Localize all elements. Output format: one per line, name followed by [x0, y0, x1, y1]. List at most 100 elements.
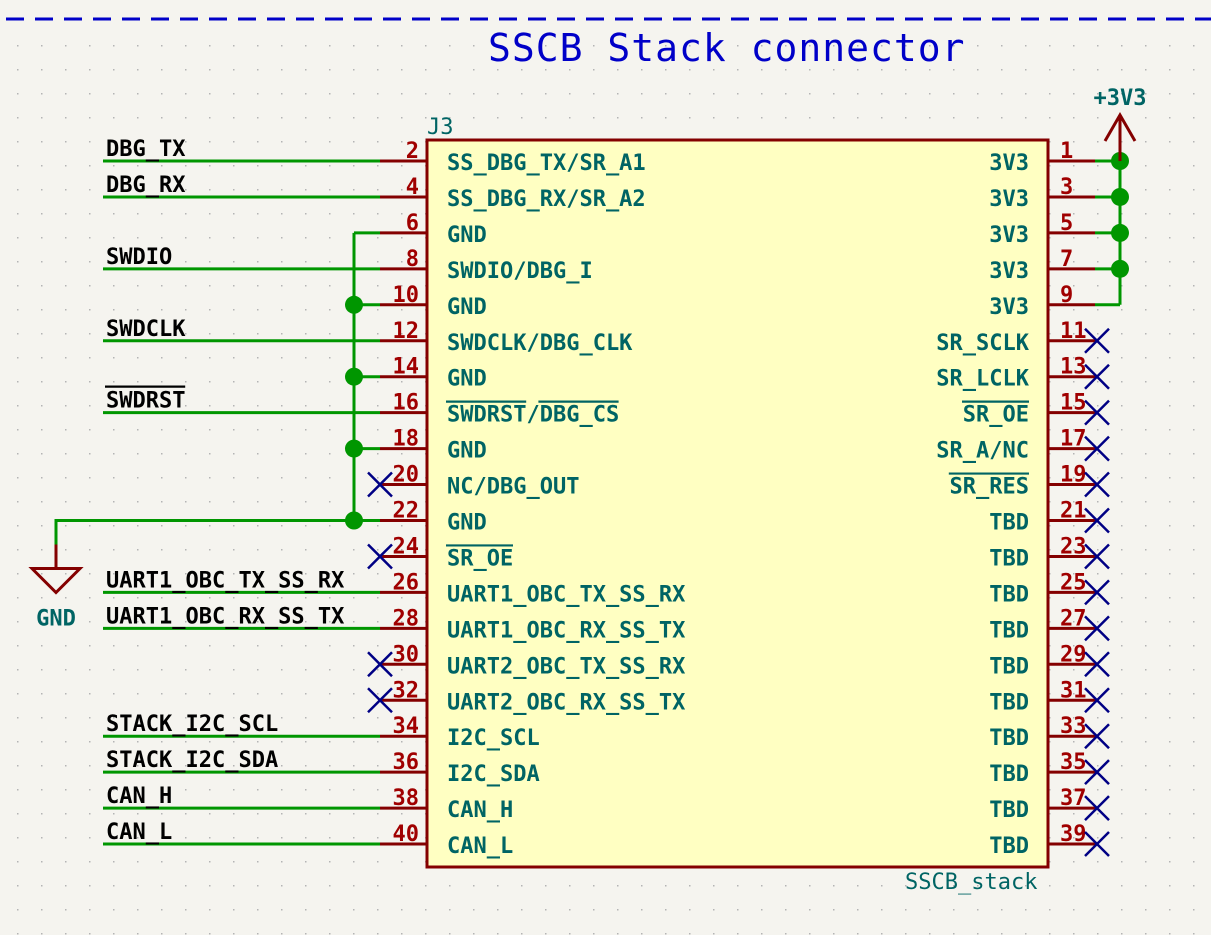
pin-name: NC/DBG_OUT: [447, 475, 579, 500]
grid-dot: [1145, 381, 1147, 383]
net-label[interactable]: CAN_H: [106, 784, 172, 809]
grid-dot: [329, 429, 331, 431]
grid-dot: [353, 837, 355, 839]
net-label[interactable]: STACK_I2C_SDA: [106, 748, 278, 773]
net-label[interactable]: DBG_RX: [106, 173, 185, 198]
grid-dot: [1121, 909, 1123, 911]
grid-dot: [65, 381, 67, 383]
grid-dot: [329, 141, 331, 143]
grid-dot: [185, 477, 187, 479]
grid-dot: [401, 141, 403, 143]
net-label[interactable]: SWDRST: [106, 389, 185, 414]
grid-dot: [1097, 357, 1099, 359]
grid-dot: [713, 45, 715, 47]
grid-dot: [1145, 909, 1147, 911]
ground-triangle-icon[interactable]: [28, 544, 84, 595]
net-label[interactable]: CAN_L: [106, 820, 172, 845]
grid-dot: [1145, 861, 1147, 863]
component-value[interactable]: SSCB_stack: [905, 870, 1037, 895]
net-label[interactable]: SWDCLK: [106, 317, 186, 342]
grid-dot: [545, 933, 547, 935]
grid-dot: [353, 189, 355, 191]
sheet-title[interactable]: SSCB Stack connector: [488, 26, 966, 70]
net-label[interactable]: UART1_OBC_RX_SS_TX: [106, 604, 344, 629]
grid-dot: [329, 93, 331, 95]
grid-dot: [329, 621, 331, 623]
net-label[interactable]: SWDIO: [106, 245, 172, 270]
grid-dot: [1025, 69, 1027, 71]
power-arrow-up-icon[interactable]: [1103, 111, 1137, 161]
grid-dot: [449, 117, 451, 119]
grid-dot: [1121, 693, 1123, 695]
component-reference[interactable]: J3: [427, 115, 454, 140]
grid-dot: [689, 933, 691, 935]
grid-dot: [329, 213, 331, 215]
grid-dot: [41, 549, 43, 551]
grid-dot: [1025, 933, 1027, 935]
grid-dot: [1193, 381, 1195, 383]
net-label[interactable]: STACK_I2C_SCL: [106, 712, 278, 737]
grid-dot: [833, 93, 835, 95]
grid-dot: [1049, 501, 1051, 503]
net-label[interactable]: DBG_TX: [106, 137, 185, 162]
grid-dot: [665, 45, 667, 47]
grid-dot: [1193, 261, 1195, 263]
grid-dot: [113, 837, 115, 839]
grid-dot: [1025, 909, 1027, 911]
grid-dot: [929, 69, 931, 71]
wire[interactable]: [54, 519, 354, 545]
grid-dot: [401, 573, 403, 575]
grid-dot: [785, 909, 787, 911]
grid-dot: [185, 333, 187, 335]
grid-dot: [137, 909, 139, 911]
pin-name: SWDIO/DBG_I: [447, 259, 593, 284]
net-label[interactable]: UART1_OBC_TX_SS_RX: [106, 568, 344, 593]
grid-dot: [113, 93, 115, 95]
grid-dot: [1121, 861, 1123, 863]
component-body[interactable]: [425, 138, 1050, 869]
grid-dot: [857, 69, 859, 71]
